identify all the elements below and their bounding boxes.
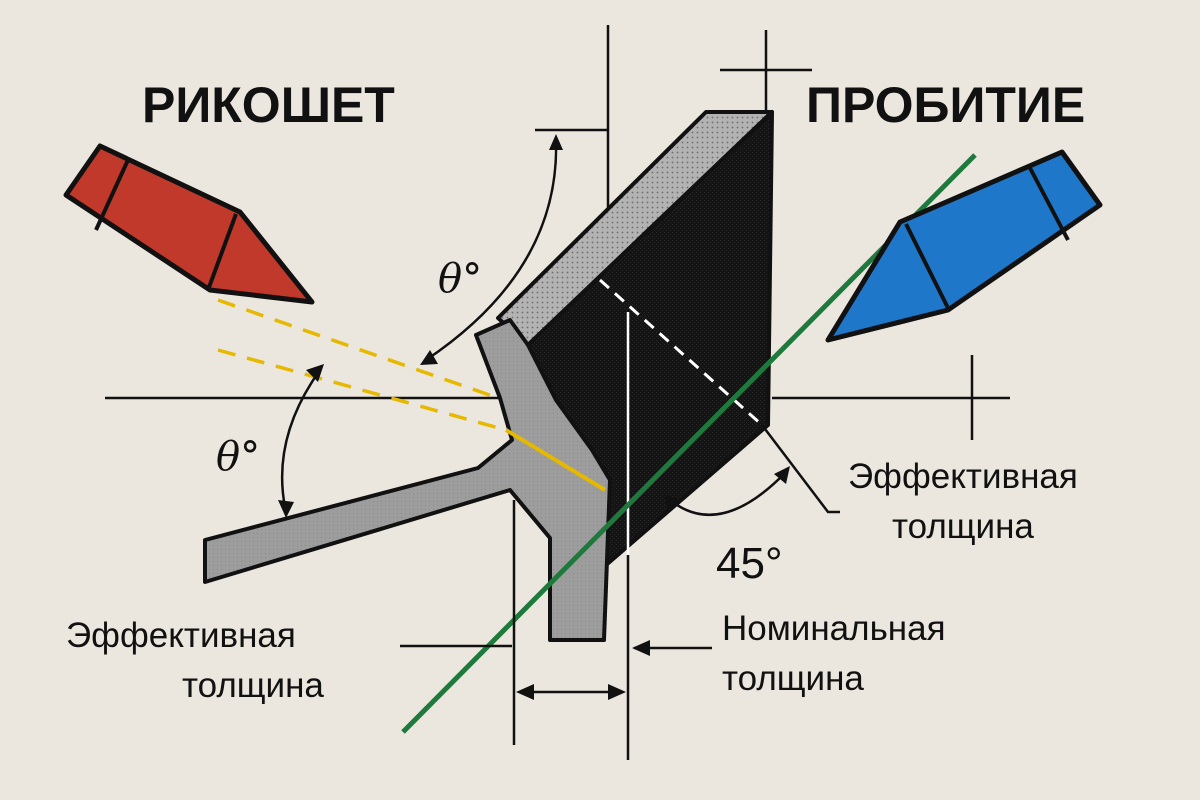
- ricochet-path-contact: [504, 428, 607, 492]
- armor-cross-section: [203, 318, 612, 642]
- lower-angle-arrowhead-top: [306, 364, 324, 382]
- penetration-title: ПРОБИТИЕ: [806, 77, 1085, 133]
- effective-thickness-right-line2: толщина: [892, 507, 1034, 546]
- red-shell-icon: [63, 143, 315, 305]
- nominal-dim-arrow-left: [516, 684, 534, 700]
- nominal-thickness-line2: толщина: [722, 659, 864, 698]
- nominal-dim-arrow-right: [608, 684, 626, 700]
- blue-shell-icon: [825, 149, 1103, 343]
- forty-five-label: 45°: [716, 539, 783, 588]
- nominal-leader-arrow: [632, 640, 650, 656]
- upper-angle-arrowhead-bottom: [420, 350, 438, 365]
- forty-five-arrowhead-left: [664, 494, 680, 512]
- ricochet-title: РИКОШЕТ: [142, 77, 395, 133]
- effective-thickness-left-line2: толщина: [182, 666, 324, 705]
- effective-thickness-dashed-line: [598, 278, 764, 427]
- forty-five-arrowhead-right: [774, 466, 790, 484]
- ricochet-path-lower: [217, 348, 507, 432]
- effective-thickness-left-line1: Эффективная: [66, 616, 296, 655]
- forty-five-arc: [669, 471, 787, 517]
- effective-thickness-right-line1: Эффективная: [848, 457, 1078, 496]
- theta-lower-label: θ°: [216, 434, 260, 480]
- lower-angle-arrowhead-bottom: [278, 500, 294, 518]
- nominal-thickness-line1: Номинальная: [722, 609, 946, 648]
- effective-thickness-leader-right: [761, 424, 840, 514]
- ricochet-path-incoming: [217, 298, 499, 400]
- upper-angle-arrowhead-top: [549, 134, 563, 150]
- theta-upper-label: θ°: [438, 256, 482, 302]
- lower-angle-arc: [280, 369, 322, 513]
- upper-angle-arc: [425, 139, 558, 362]
